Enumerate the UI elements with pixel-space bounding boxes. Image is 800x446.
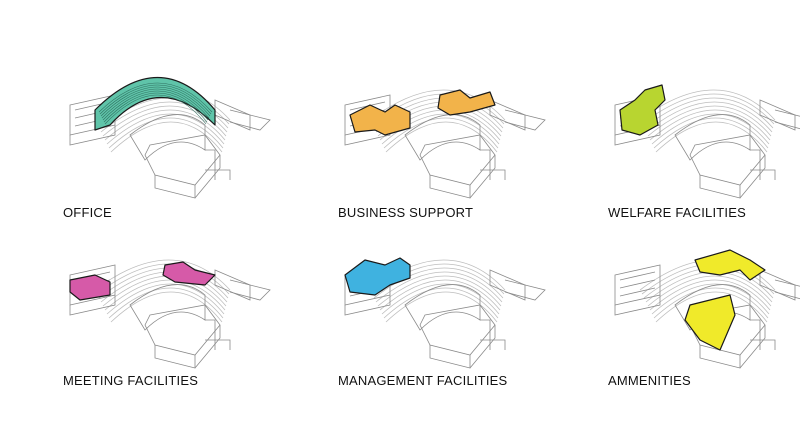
label-meeting-facilities: MEETING FACILITIES xyxy=(63,373,199,388)
label-amenities: AMMENITIES xyxy=(608,373,691,388)
meeting-zone-left xyxy=(69,274,111,301)
diagram-office xyxy=(55,50,295,225)
diagram-amenities xyxy=(600,220,800,395)
amenities-zone-top xyxy=(694,249,766,281)
business-zone-left xyxy=(349,104,411,136)
building-outline xyxy=(344,89,546,199)
management-zone xyxy=(344,257,411,296)
building-outline xyxy=(344,259,546,369)
building-outline xyxy=(614,89,800,199)
meeting-zone-right xyxy=(162,261,216,286)
business-zone-right xyxy=(437,89,496,116)
welfare-zone xyxy=(619,84,666,136)
diagram-meeting-facilities xyxy=(55,220,295,395)
label-office: OFFICE xyxy=(63,205,112,220)
diagram-welfare-facilities xyxy=(600,50,800,225)
amenities-zone-lower xyxy=(684,294,736,351)
label-welfare-facilities: WELFARE FACILITIES xyxy=(608,205,746,220)
label-management-facilities: MANAGEMENT FACILITIES xyxy=(338,373,508,388)
office-zone xyxy=(94,77,216,131)
label-business-support: BUSINESS SUPPORT xyxy=(338,205,474,220)
diagram-business-support xyxy=(330,50,570,225)
diagram-management-facilities xyxy=(330,220,570,395)
